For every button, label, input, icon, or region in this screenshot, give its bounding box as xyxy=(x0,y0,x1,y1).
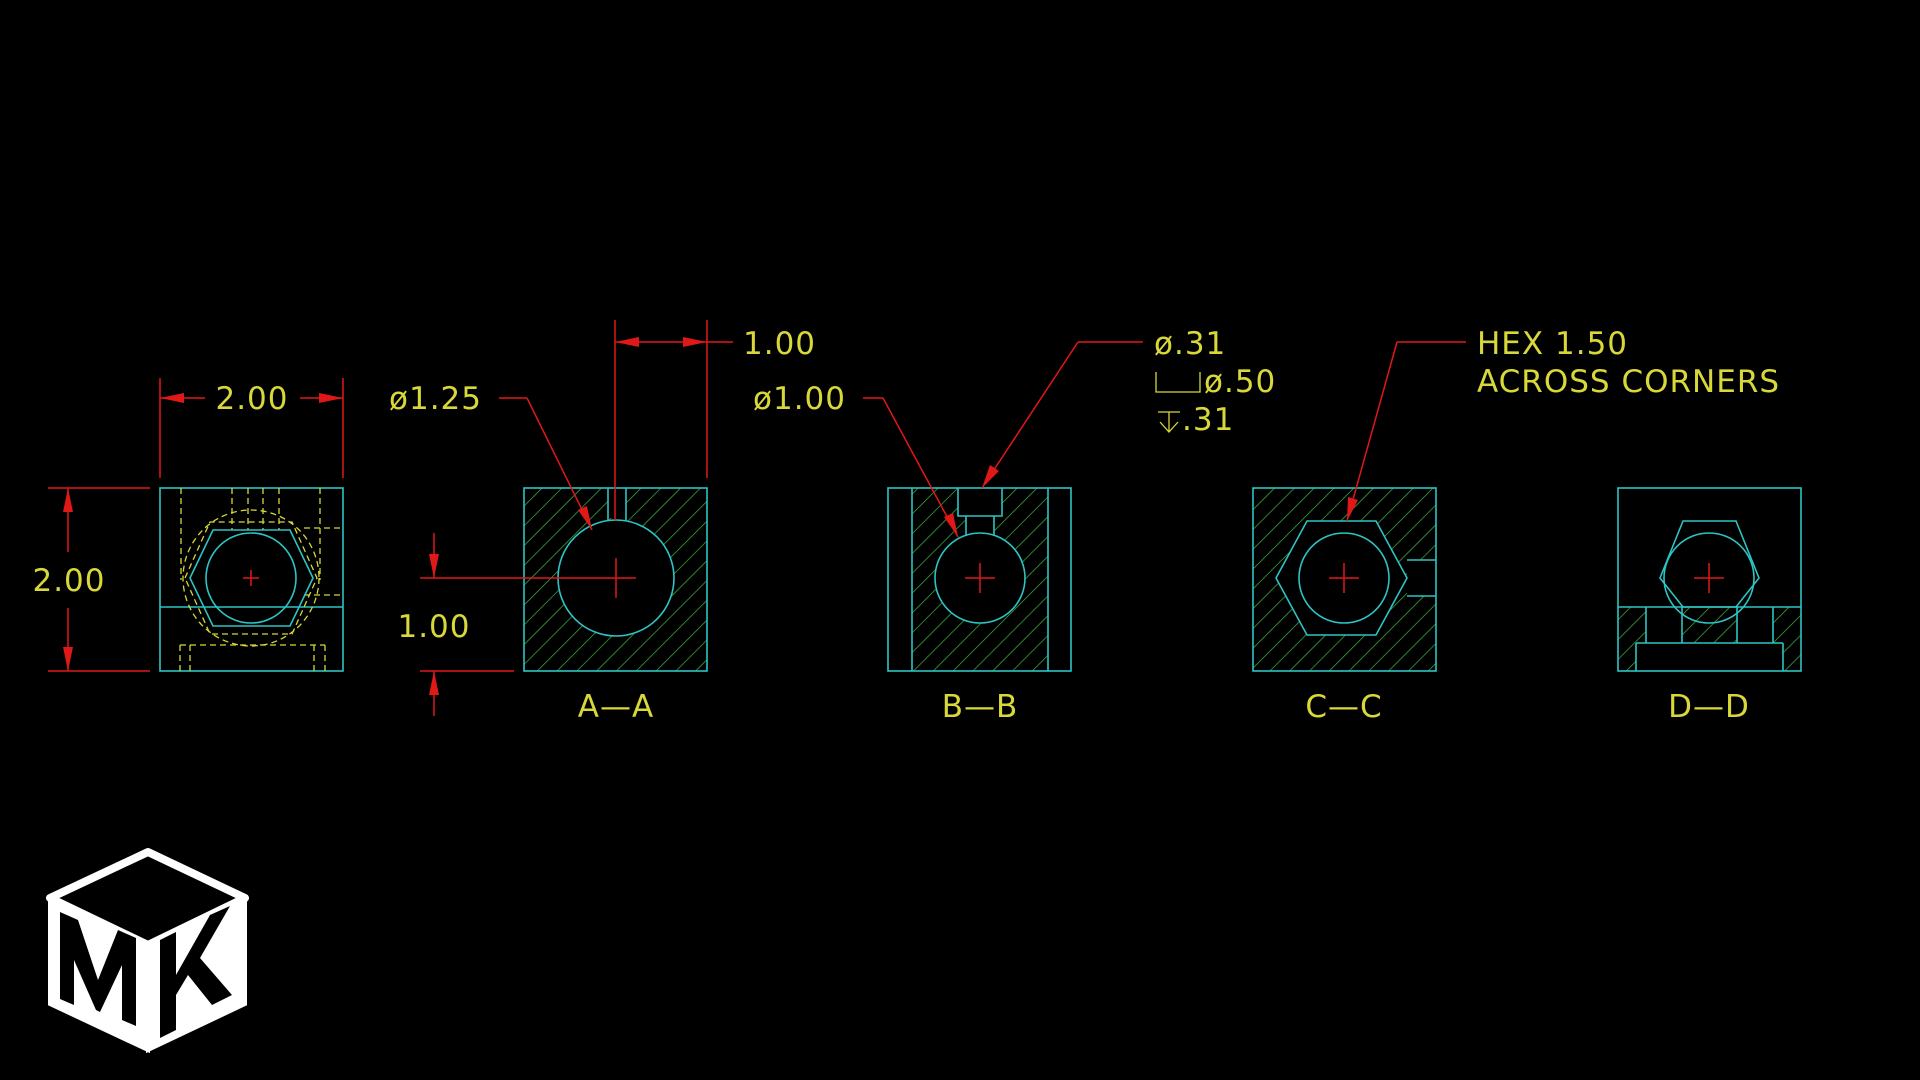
front-width-dimension: 2.00 xyxy=(215,381,288,417)
section-d-outline xyxy=(1617,487,1802,672)
section-a-label: A—A xyxy=(578,689,654,725)
hole-callout-diameter: ø.31 xyxy=(1154,326,1226,362)
front-hex-outline xyxy=(189,529,314,627)
section-b-outline xyxy=(887,487,1072,672)
section-c-hex xyxy=(1275,520,1408,636)
section-d: D—D xyxy=(1617,487,1802,725)
hex-note-line1: HEX 1.50 xyxy=(1477,326,1628,362)
section-d-hex xyxy=(1659,520,1760,608)
logo-m-glyph xyxy=(60,912,136,1026)
depth-symbol-icon xyxy=(1158,411,1180,433)
front-height-dimension: 2.00 xyxy=(32,563,105,599)
mk-logo xyxy=(46,848,249,1054)
section-b: ø1.00 ø.31 ø.50 .31 B—B xyxy=(753,326,1276,725)
hole-callout-counterbore: ø.50 xyxy=(1204,364,1276,400)
section-d-bore xyxy=(1663,532,1755,624)
hex-note-line2: ACROSS CORNERS xyxy=(1477,364,1780,400)
section-c-outline xyxy=(1252,487,1437,672)
section-b-label: B—B xyxy=(942,689,1019,725)
counterbore-bore-label: ø1.00 xyxy=(753,381,846,417)
front-view: 2.00 2.00 xyxy=(32,378,344,672)
section-b-counterbore xyxy=(957,488,1003,536)
section-c: HEX 1.50 ACROSS CORNERS C—C xyxy=(1252,326,1780,725)
front-view-outline xyxy=(159,487,344,672)
counterbore-symbol-icon xyxy=(1155,372,1201,393)
section-d-label: D—D xyxy=(1668,689,1750,725)
slot-offset-dimension: 1.00 xyxy=(743,326,816,362)
section-b-bore xyxy=(934,532,1026,624)
section-c-label: C—C xyxy=(1305,689,1382,725)
front-bore-circle xyxy=(205,532,297,624)
section-c-bore xyxy=(1298,532,1390,624)
hole-callout-depth: .31 xyxy=(1182,402,1234,438)
center-height-dimension: 1.00 xyxy=(397,609,470,645)
bore-diameter-label: ø1.25 xyxy=(389,381,482,417)
logo-k-glyph xyxy=(160,906,232,1038)
section-a: 1.00 ø1.25 1.00 A—A xyxy=(389,320,816,725)
